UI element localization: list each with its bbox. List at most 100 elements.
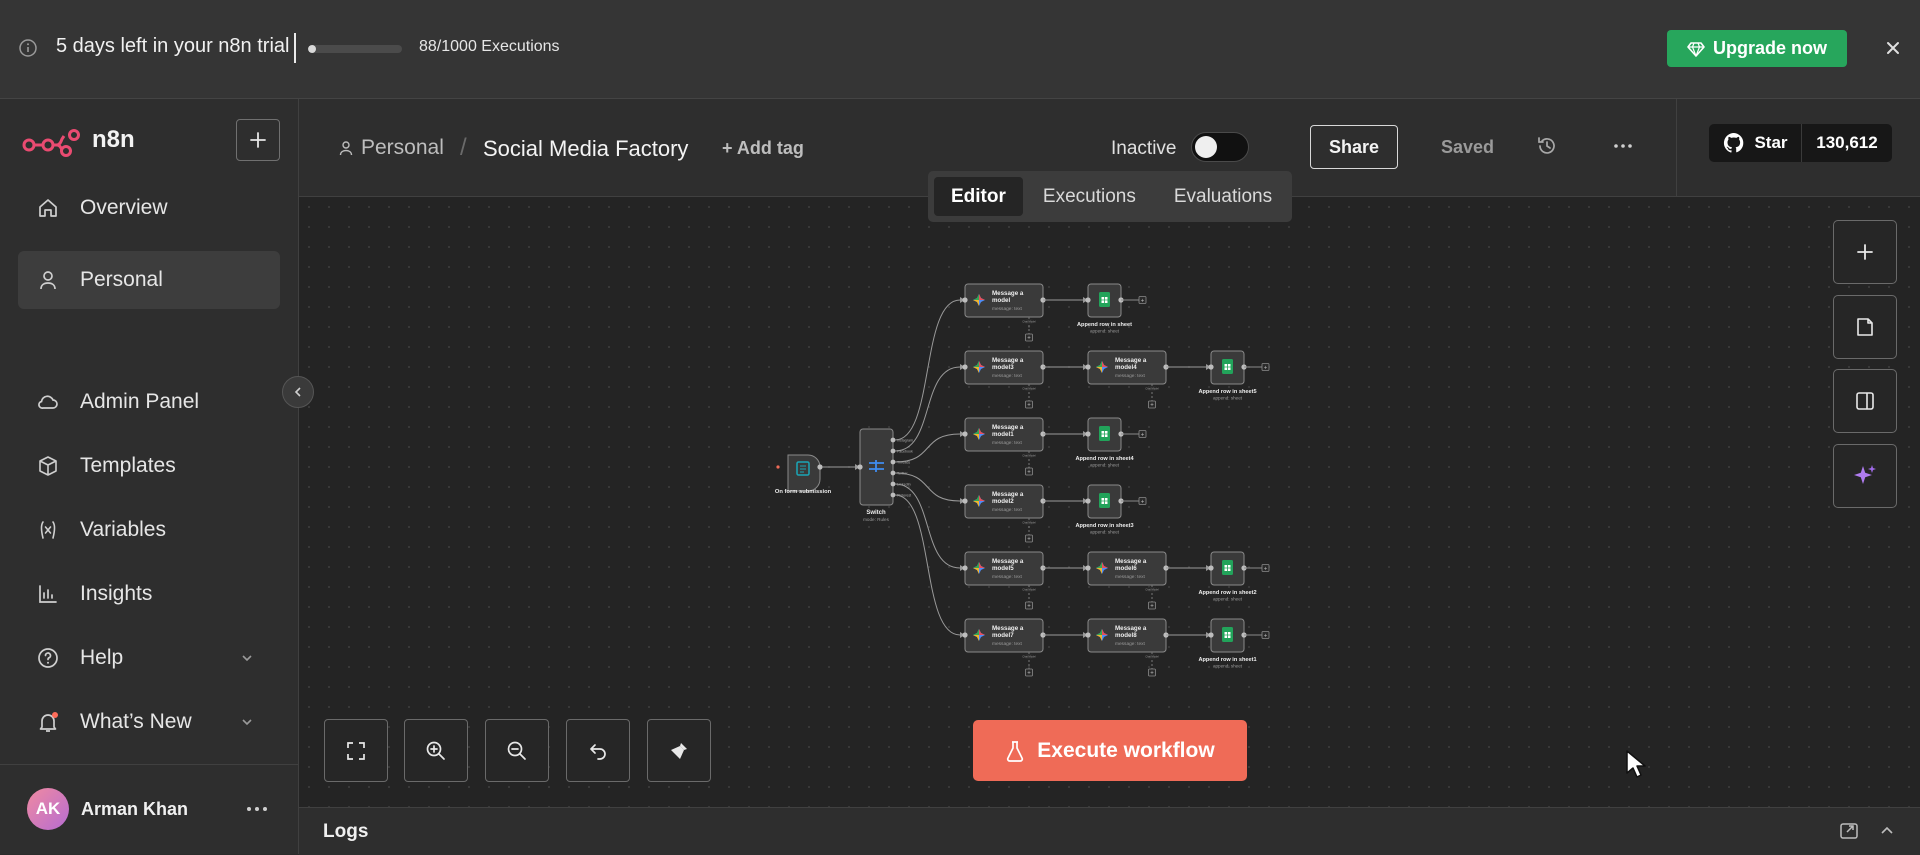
chevron-down-icon <box>240 715 254 729</box>
node-subtitle: message: text <box>1115 641 1146 647</box>
input-handle <box>962 431 968 437</box>
add-node-button[interactable] <box>1833 220 1897 284</box>
plus-icon: + <box>1141 433 1145 439</box>
sidebar-item-label: Templates <box>80 454 176 477</box>
create-button[interactable] <box>236 119 280 161</box>
workflow-name[interactable]: Social Media Factory <box>483 136 689 161</box>
add-next-node-button <box>1261 363 1270 371</box>
workflow-status-label: Inactive <box>1111 138 1177 159</box>
breadcrumb-project[interactable]: Personal <box>361 136 444 159</box>
fit-view-button[interactable] <box>324 719 388 782</box>
sidebar-item-label: What’s New <box>80 710 192 733</box>
add-sub-node-button <box>1025 467 1033 476</box>
toggle-knob <box>1195 136 1217 158</box>
connection <box>894 366 961 452</box>
upgrade-now-button[interactable]: Upgrade now <box>1667 30 1847 67</box>
plus-icon: + <box>1141 500 1145 506</box>
n8n-logo-icon[interactable] <box>22 129 82 157</box>
sub-connector-label: Chat Model <box>1022 655 1036 659</box>
node-title: model1 <box>992 431 1014 438</box>
input-handle <box>962 297 968 303</box>
workflow-active-toggle[interactable] <box>1191 132 1249 162</box>
node-subtitle: message: text <box>992 373 1023 379</box>
github-icon <box>1722 131 1746 155</box>
pop-out-icon[interactable] <box>1839 822 1859 840</box>
bar-chart-icon <box>36 582 60 606</box>
undo-button[interactable] <box>566 719 630 782</box>
add-sticky-note-button[interactable] <box>1833 295 1897 359</box>
share-button[interactable]: Share <box>1310 125 1398 169</box>
node-title: Message a <box>992 558 1024 565</box>
github-star-count[interactable]: 130,612 <box>1801 124 1892 162</box>
user-name: Arman Khan <box>81 799 189 819</box>
execute-workflow-button[interactable]: Execute workflow <box>973 720 1247 781</box>
add-next-node-button <box>1261 564 1270 572</box>
tab-evaluations[interactable]: Evaluations <box>1173 185 1273 207</box>
user-icon <box>337 139 355 157</box>
add-tag-button[interactable]: + Add tag <box>722 138 804 158</box>
zoom-out-button[interactable] <box>485 719 549 782</box>
chevron-up-icon[interactable] <box>1879 823 1895 839</box>
sidebar-item-admin-panel[interactable]: Admin Panel <box>18 373 280 431</box>
node-title: model5 <box>992 565 1014 572</box>
sidebar-item-templates[interactable]: Templates <box>18 437 280 495</box>
plus-icon: + <box>1027 470 1031 476</box>
more-options-icon[interactable] <box>1611 135 1635 157</box>
node-title: model4 <box>1115 364 1137 371</box>
zoom-in-button[interactable] <box>404 719 468 782</box>
input-handle <box>962 364 968 370</box>
logs-panel[interactable]: Logs <box>299 807 1920 855</box>
switch-output-handle <box>890 448 896 454</box>
sparkle-icon <box>1854 465 1876 484</box>
tidy-up-button[interactable] <box>647 719 711 782</box>
node-subtitle: message: text <box>1115 373 1146 379</box>
github-star-button[interactable]: Star <box>1709 124 1801 162</box>
zoom-in-icon <box>426 741 445 760</box>
add-sub-node-button <box>1148 601 1156 610</box>
sidebar-item-label: Personal <box>80 268 163 291</box>
user-icon <box>36 268 60 292</box>
sidebar-item-overview[interactable]: Overview <box>18 179 280 237</box>
form-icon <box>796 461 810 476</box>
variable-icon <box>36 518 60 542</box>
plus-icon: + <box>1027 671 1031 677</box>
ai-assistant-button[interactable] <box>1833 444 1897 508</box>
input-handle <box>962 565 968 571</box>
user-menu-more-icon[interactable] <box>244 799 270 819</box>
tab-executions[interactable]: Executions <box>1042 185 1136 207</box>
sidebar-item-whats-new[interactable]: What’s New <box>18 693 280 751</box>
sidebar-item-insights[interactable]: Insights <box>18 565 280 623</box>
collapse-sidebar-button[interactable] <box>282 376 314 408</box>
input-handle <box>1085 565 1091 571</box>
tab-editor[interactable]: Editor <box>934 177 1023 216</box>
node-title: model8 <box>1115 632 1137 639</box>
history-icon[interactable] <box>1536 135 1558 157</box>
node-title: Message a <box>1115 625 1147 632</box>
input-handle <box>1085 364 1091 370</box>
sub-connector-label: Chat Model <box>1022 320 1036 324</box>
sidebar-item-personal[interactable]: Personal <box>18 251 280 309</box>
executions-progress-bar <box>308 45 402 53</box>
close-banner-icon[interactable] <box>1882 37 1904 59</box>
toggle-side-panel-button[interactable] <box>1833 369 1897 433</box>
node-title: Append row in sheet2 <box>1198 590 1256 596</box>
breadcrumb-separator: / <box>460 134 467 161</box>
connection <box>894 494 961 636</box>
sidebar-item-help[interactable]: Help <box>18 629 280 687</box>
plus-icon: + <box>1264 366 1268 372</box>
sidebar-item-variables[interactable]: Variables <box>18 501 280 559</box>
node-title: Append row in sheet3 <box>1075 523 1133 529</box>
node-title: model2 <box>992 498 1014 505</box>
add-next-node-button <box>1261 631 1270 639</box>
box-icon <box>36 454 60 478</box>
avatar[interactable]: AK <box>27 788 69 830</box>
divider <box>0 764 298 765</box>
node-title: Message a <box>992 424 1024 431</box>
executions-progress-fill <box>308 45 317 53</box>
